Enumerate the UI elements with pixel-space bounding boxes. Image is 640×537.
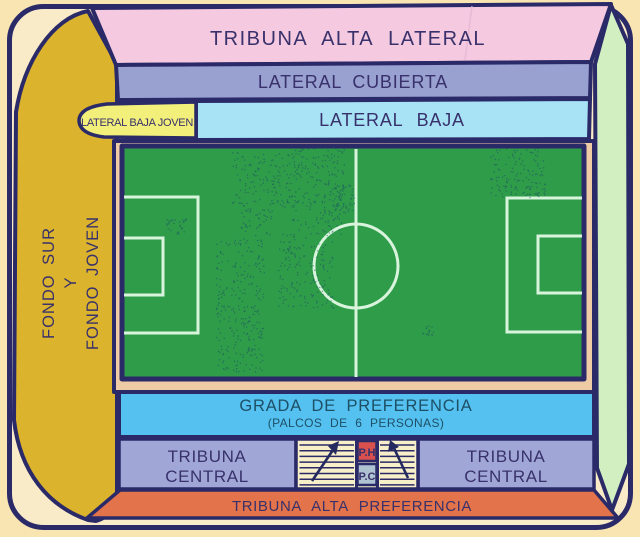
label-tc-right-2: CENTRAL xyxy=(464,467,548,486)
label-lateral-cubierta: LATERAL CUBIERTA xyxy=(258,72,448,92)
label-tc-left-1: TRIBUNA xyxy=(168,447,247,466)
pitch-markings xyxy=(124,149,582,377)
right-goal-area xyxy=(536,234,582,295)
section-lateral-baja-joven xyxy=(77,100,198,140)
right-penalty-area xyxy=(505,196,582,334)
label-tc-right-1: TRIBUNA xyxy=(467,447,546,466)
box-ph xyxy=(356,439,378,463)
label-tribuna-central-right: TRIBUNA CENTRAL xyxy=(464,447,548,486)
left-penalty-area xyxy=(124,195,200,335)
label-tribuna-central-left: TRIBUNA CENTRAL xyxy=(165,447,249,486)
label-pc: P.C xyxy=(359,471,376,483)
left-goal-area xyxy=(124,236,165,297)
label-fondo-sur-y-fondo-joven: FONDO SUR Y FONDO JOVEN xyxy=(40,216,102,350)
football-pitch xyxy=(119,143,587,382)
section-tribuna-alta-preferencia xyxy=(85,488,620,520)
label-lateral-baja: LATERAL BAJA xyxy=(319,110,465,130)
label-lateral-baja-joven: LATERAL BAJA JOVEN xyxy=(81,117,193,129)
box-pc xyxy=(356,462,378,487)
label-fondo-y: Y xyxy=(62,277,80,288)
crease-line xyxy=(464,5,473,61)
section-grada-de-preferencia xyxy=(117,390,596,439)
label-tribuna-alta-preferencia: TRIBUNA ALTA PREFERENCIA xyxy=(232,498,472,515)
label-palcos-6-personas: (PALCOS DE 6 PERSONAS) xyxy=(268,416,445,430)
label-tc-left-2: CENTRAL xyxy=(165,467,249,486)
center-circle xyxy=(312,222,400,310)
right-end-strip xyxy=(593,3,631,512)
right-stair-arrow xyxy=(391,445,410,479)
label-fondo-sur: FONDO SUR xyxy=(40,227,58,339)
scan-noise-speckles xyxy=(166,146,547,373)
label-fondo-joven: FONDO JOVEN xyxy=(84,216,102,350)
label-grada-de-preferencia: GRADA DE PREFERENCIA xyxy=(239,397,472,415)
label-ph: P.H xyxy=(359,447,376,459)
left-stair-arrow xyxy=(310,446,337,482)
right-stair-arrowhead xyxy=(388,440,399,452)
left-stair-arrowhead xyxy=(328,441,339,455)
label-tribuna-alta-lateral: TRIBUNA ALTA LATERAL xyxy=(210,28,486,50)
